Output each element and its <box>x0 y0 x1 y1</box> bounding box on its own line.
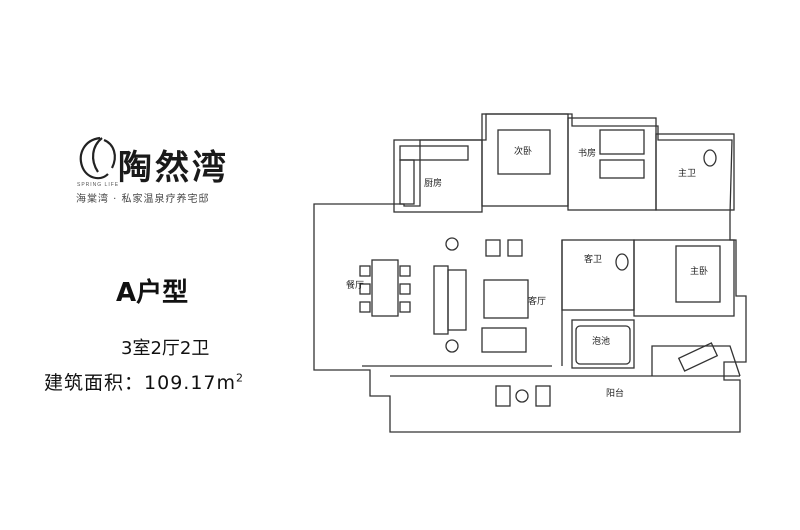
room-label-study: 书房 <box>578 147 596 159</box>
brand-english-name: SPRING LIFE <box>77 182 120 188</box>
area-unit-superscript: 2 <box>236 371 245 385</box>
floor-plan: 次卧 书房 主卫 厨房 客卫 主卧 餐厅 客厅 泡池 阳台 <box>313 113 747 433</box>
area-unit: m <box>216 372 237 394</box>
unit-type-title: A户型 <box>116 278 189 308</box>
area-label: 建筑面积： <box>44 372 145 394</box>
room-label-master-bath: 主卫 <box>678 167 696 179</box>
room-label-guest-bath: 客卫 <box>584 253 602 265</box>
room-label-bedroom2: 次卧 <box>514 145 532 157</box>
brand-logo-icon <box>79 136 116 180</box>
room-label-balcony: 阳台 <box>606 387 624 399</box>
room-label-hot-pool: 泡池 <box>592 335 610 347</box>
room-label-living: 客厅 <box>528 295 546 307</box>
room-label-dining: 餐厅 <box>346 279 364 291</box>
area-value: 109.17 <box>144 372 217 394</box>
unit-area: 建筑面积：109.17m2 <box>44 368 244 395</box>
room-label-master-bedroom: 主卧 <box>690 265 708 277</box>
brand-title: 陶然湾 <box>118 148 229 188</box>
unit-layout: 3室2厅2卫 <box>121 338 210 359</box>
room-label-kitchen: 厨房 <box>424 177 442 189</box>
brand-slogan: 海棠湾 · 私家温泉疗养宅邸 <box>76 194 210 205</box>
